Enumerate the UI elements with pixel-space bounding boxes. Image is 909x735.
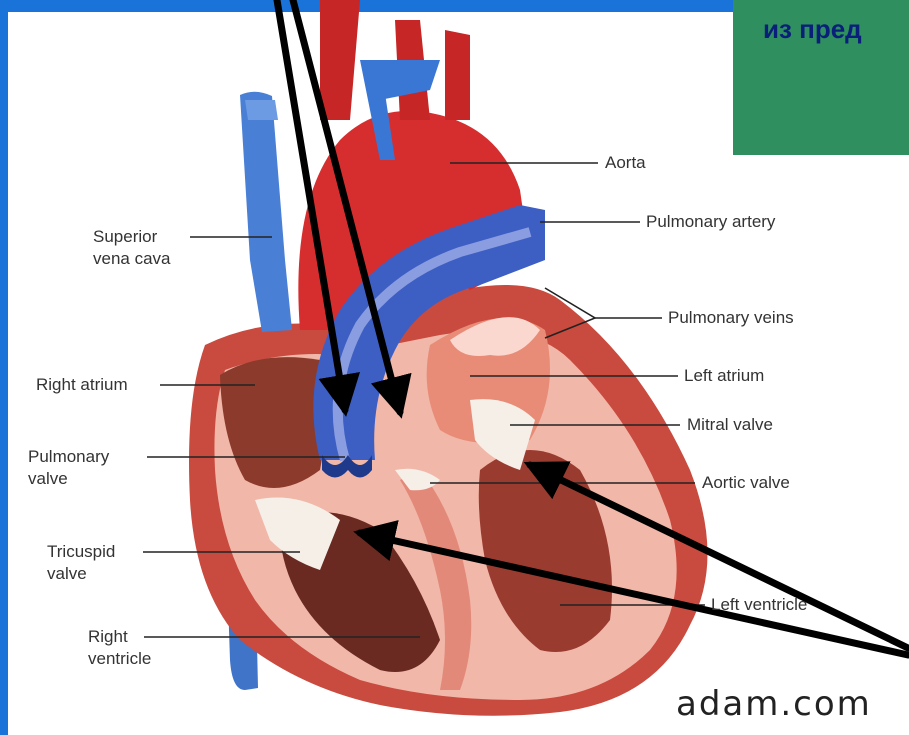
label-superior-vena-cava-line-2: vena cava	[93, 248, 171, 270]
label-tricuspid-valve-line-1: Tricuspid	[47, 541, 115, 563]
label-left-atrium: Left atrium	[684, 365, 764, 387]
label-pulmonary-artery: Pulmonary artery	[646, 211, 775, 233]
superior-vena-cava	[240, 92, 292, 332]
label-left-ventricle: Left ventricle	[711, 594, 807, 616]
label-pulmonary-valve-line-2: valve	[28, 468, 109, 490]
label-tricuspid-valve: Tricuspid valve	[47, 541, 115, 585]
label-aorta: Aorta	[605, 152, 646, 174]
label-superior-vena-cava: Superior vena cava	[93, 226, 171, 270]
source-watermark: adam.com	[676, 684, 872, 724]
label-right-atrium: Right atrium	[36, 374, 128, 396]
label-pulmonary-veins: Pulmonary veins	[668, 307, 794, 329]
header-box: из пред	[733, 0, 909, 155]
label-right-ventricle: Right ventricle	[88, 626, 151, 670]
label-right-ventricle-line-2: ventricle	[88, 648, 151, 670]
label-pulmonary-valve-line-1: Pulmonary	[28, 446, 109, 468]
label-right-ventricle-line-1: Right	[88, 626, 151, 648]
header-text: из пред	[763, 14, 862, 45]
label-mitral-valve: Mitral valve	[687, 414, 773, 436]
label-pulmonary-valve: Pulmonary valve	[28, 446, 109, 490]
label-tricuspid-valve-line-2: valve	[47, 563, 115, 585]
label-aortic-valve: Aortic valve	[702, 472, 790, 494]
label-superior-vena-cava-line-1: Superior	[93, 226, 171, 248]
